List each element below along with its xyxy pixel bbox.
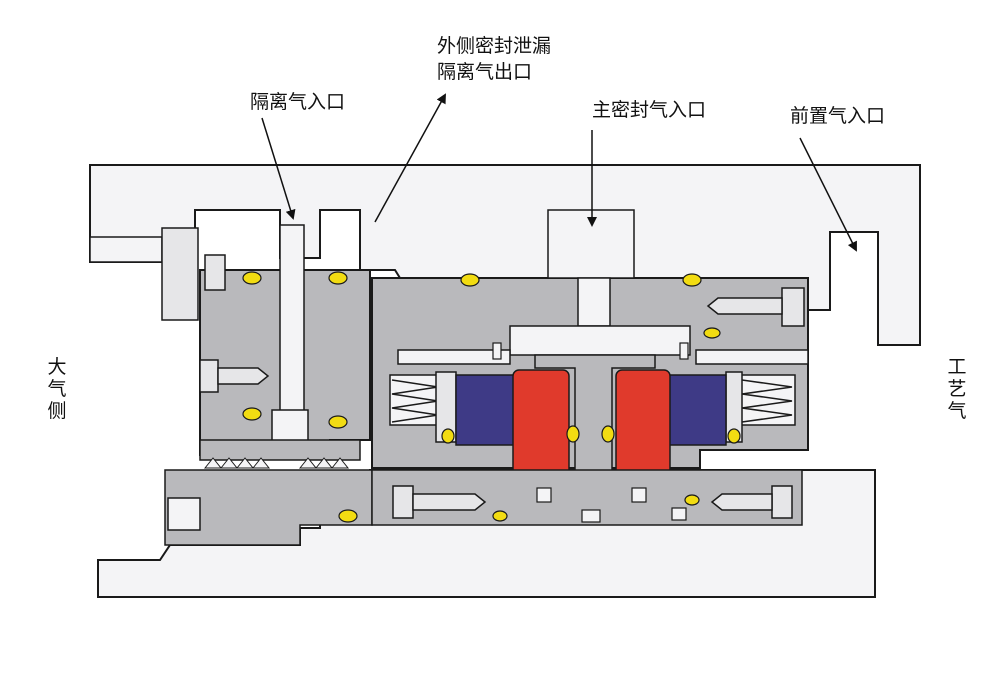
- label-barrier-gas-inlet: 隔离气入口: [250, 91, 346, 113]
- left-retaining-part: [161, 227, 199, 321]
- label-process-gas-side: 工 艺 气: [946, 356, 968, 422]
- stationary-ring-left: [455, 374, 515, 446]
- lower-bolt-right: [710, 485, 793, 519]
- label-leak-outlet-line1: 外侧密封泄漏: [437, 35, 552, 57]
- label-process-gas-side-char: 工: [947, 356, 967, 378]
- primary-gas-inlet-port: [547, 209, 635, 279]
- label-primary-seal-gas-inlet: 主密封气入口: [592, 99, 707, 121]
- left-clip: [204, 254, 226, 291]
- sleeve-left-slot: [167, 497, 201, 531]
- primary-gas-passage: [577, 277, 611, 327]
- label-atmosphere-side-char: 大: [47, 356, 67, 378]
- upper-right-bolt: [706, 287, 805, 327]
- spring-retainer-right: [695, 349, 809, 365]
- label-process-gas-side-char: 艺: [947, 378, 967, 400]
- rotating-ring-left: [512, 369, 570, 483]
- label-pre-gas-inlet: 前置气入口: [790, 105, 886, 127]
- housing-inner-step: [89, 236, 163, 263]
- small-pins: [492, 342, 689, 523]
- arrow-leak-outlet: [374, 93, 446, 223]
- labyrinth-base-left: [199, 439, 361, 461]
- lower-bolt-left: [392, 485, 487, 519]
- arrow-barrier-gas-inlet: [261, 117, 296, 220]
- labyrinth-teeth: [203, 457, 350, 469]
- label-atmosphere-side-char: 气: [47, 378, 67, 400]
- inner-cavity: [509, 325, 691, 356]
- stationary-ring-right: [665, 374, 727, 446]
- label-leak-outlet-line2: 隔离气出口: [437, 61, 533, 83]
- label-atmosphere-side-char: 侧: [47, 400, 67, 422]
- label-process-gas-side-char: 气: [947, 400, 967, 422]
- o-rings: [242, 271, 741, 523]
- rotating-ring-right: [615, 369, 671, 483]
- label-atmosphere-side: 大 气 侧: [46, 356, 68, 422]
- arrow-pre-gas-inlet: [799, 137, 857, 252]
- barrier-gas-channel: [279, 224, 305, 416]
- spring-left: [389, 374, 441, 426]
- spring-retainer-left: [397, 349, 511, 365]
- outer-housing: [89, 164, 921, 346]
- left-bolt: [199, 359, 270, 393]
- spring-right: [739, 374, 796, 426]
